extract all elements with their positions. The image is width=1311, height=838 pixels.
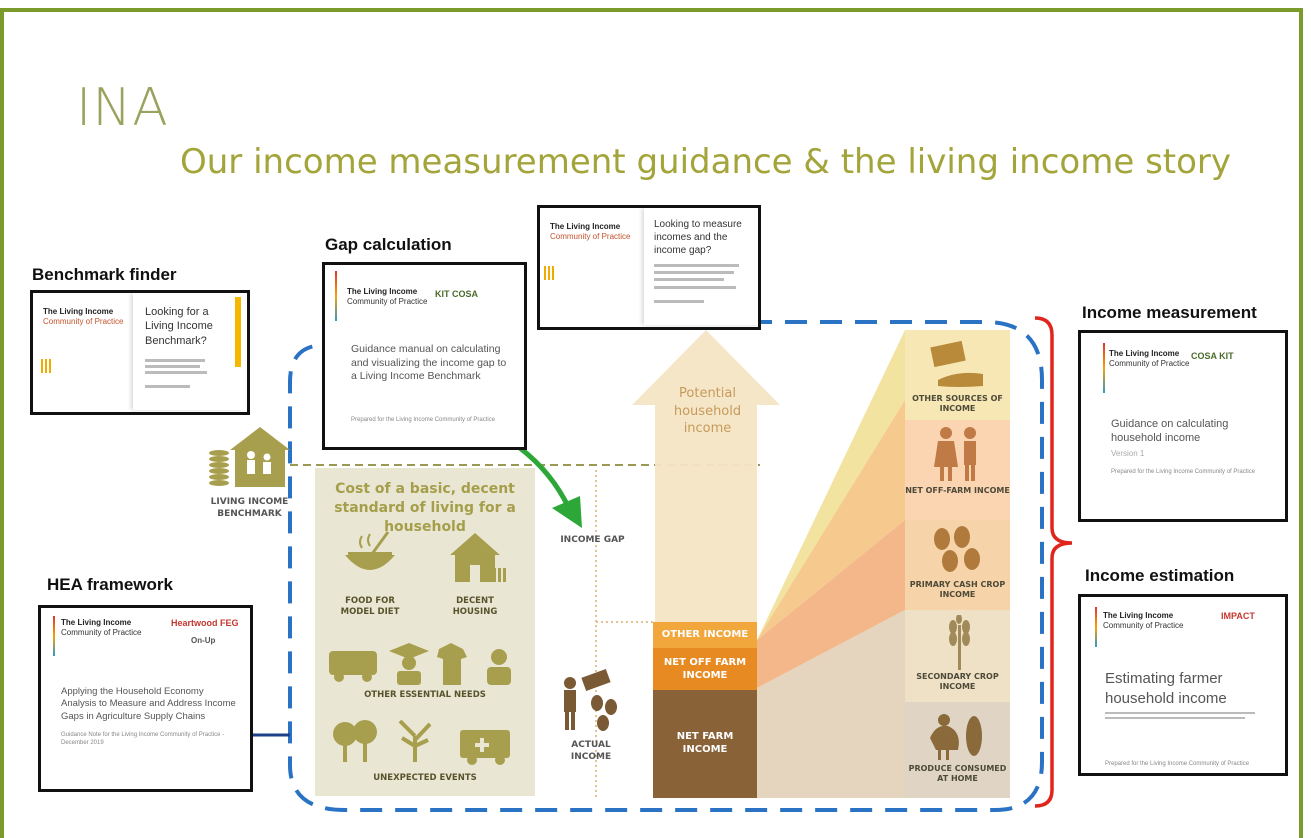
stack-secondary-crop: SECONDARY CROP INCOME [916, 672, 999, 692]
org-sub: Community of Practice [347, 297, 428, 306]
partner-logo-impact: IMPACT [1221, 611, 1255, 621]
other-needs-label: OTHER ESSENTIAL NEEDS [364, 690, 486, 700]
org-name: The Living Income [1103, 611, 1174, 620]
slide-frame [0, 8, 1303, 838]
slide-title: Our income measurement guidance & the li… [180, 142, 1232, 182]
bar-net-farm-income: NET FARM INCOME [676, 731, 734, 755]
label-income-measurement: Income measurement [1082, 303, 1257, 322]
stack-other-sources: OTHER SOURCES OF INCOME [912, 394, 1003, 414]
cost-heading: Cost of a basic, decent standard of livi… [334, 481, 516, 535]
stack-produce-consumed: PRODUCE CONSUMED AT HOME [908, 764, 1007, 784]
doc-footer: Prepared for the Living Income Community… [1111, 469, 1256, 475]
org-sub: Community of Practice [1103, 621, 1184, 630]
org-name: The Living Income [1109, 349, 1180, 358]
label-gap-calculation: Gap calculation [325, 235, 452, 254]
income-gap-label: INCOME GAP [560, 535, 625, 545]
org-sub: Community of Practice [43, 317, 124, 326]
doc-footer: Prepared for the Living Income Community… [1105, 761, 1250, 767]
bar-other-income: OTHER INCOME [661, 629, 749, 640]
wheat-icon [949, 615, 970, 670]
house-coins-icon [209, 427, 290, 487]
dashed-boundary [288, 320, 1044, 812]
org-sub: Community of Practice [61, 628, 142, 637]
org-name: The Living Income [347, 287, 418, 296]
org-name: The Living Income [550, 222, 621, 231]
doc-title: Estimating farmer household income [1105, 670, 1227, 707]
chicken-corn-icon [930, 714, 982, 760]
stack-net-off-farm: NET OFF-FARM INCOME [905, 486, 1010, 495]
unexpected-events-label: UNEXPECTED EVENTS [373, 773, 477, 783]
doc-title: Looking for a Living Income Benchmark? [145, 306, 213, 347]
coffee-beans-icon [934, 526, 980, 572]
essential-needs-icons [329, 643, 511, 685]
label-benchmark-finder: Benchmark finder [32, 265, 177, 284]
doc-footer: Prepared for the Living Income Community… [351, 417, 496, 423]
org-name: The Living Income [43, 307, 114, 316]
actual-income-label: ACTUAL INCOME [570, 740, 612, 762]
house-icon [450, 533, 506, 582]
unexpected-events-icons [333, 719, 510, 765]
doc-version: Version 1 [1111, 449, 1145, 458]
org-name: The Living Income [61, 618, 132, 627]
farmer-money-icon [564, 668, 617, 731]
partner-logos: Heartwood FEG [171, 618, 239, 628]
org-sub: Community of Practice [550, 232, 631, 241]
stack-primary-cash-crop: PRIMARY CASH CROP INCOME [909, 580, 1006, 600]
living-income-benchmark-label: LIVING INCOME BENCHMARK [210, 497, 289, 519]
label-income-estimation: Income estimation [1085, 566, 1235, 585]
partner-logos: COSA KIT [1191, 351, 1234, 361]
doc-title: Guidance on calculating household income [1111, 418, 1229, 445]
cost-of-living-panel: Cost of a basic, decent standard of livi… [315, 468, 535, 796]
org-sub: Community of Practice [1109, 359, 1190, 368]
partner-logos: KIT COSA [435, 289, 479, 299]
food-label: FOOD FOR MODEL DIET [340, 596, 400, 618]
partner-logo-onup: On-Up [191, 636, 216, 645]
doc-title: Applying the Household Economy Analysis … [61, 686, 236, 722]
doc-footer: Guidance Note for the Living Income Comm… [61, 732, 225, 746]
bar-net-off-farm-income: NET OFF FARM INCOME [663, 657, 747, 681]
label-hea-framework: HEA framework [47, 575, 173, 594]
doc-title: Guidance manual on calculating and visua… [351, 343, 507, 383]
housing-label: DECENT HOUSING [452, 596, 498, 618]
potential-income-label: Potential household income [673, 386, 742, 437]
ina-logo: INA [76, 78, 169, 138]
food-bowl-icon [345, 531, 395, 570]
workers-icon [934, 427, 976, 481]
money-hand-icon [930, 340, 983, 387]
red-bracket [1034, 316, 1073, 808]
doc-title: Looking to measure incomes and the incom… [654, 219, 742, 256]
